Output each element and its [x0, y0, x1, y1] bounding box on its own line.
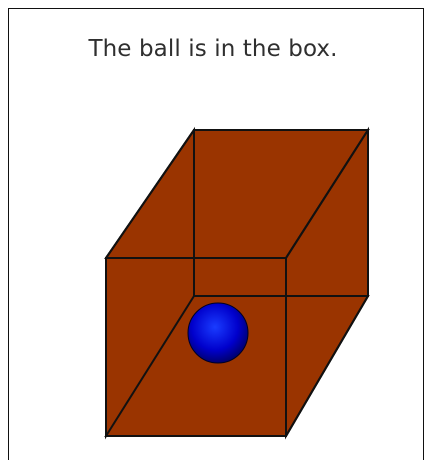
- box-edge: [105, 129, 195, 259]
- box-edges: [105, 129, 369, 437]
- box-edge: [285, 295, 369, 437]
- caption: The ball is in the box.: [88, 36, 338, 62]
- box-edge: [285, 129, 369, 259]
- box-edge: [105, 295, 195, 437]
- ball: [187, 302, 249, 364]
